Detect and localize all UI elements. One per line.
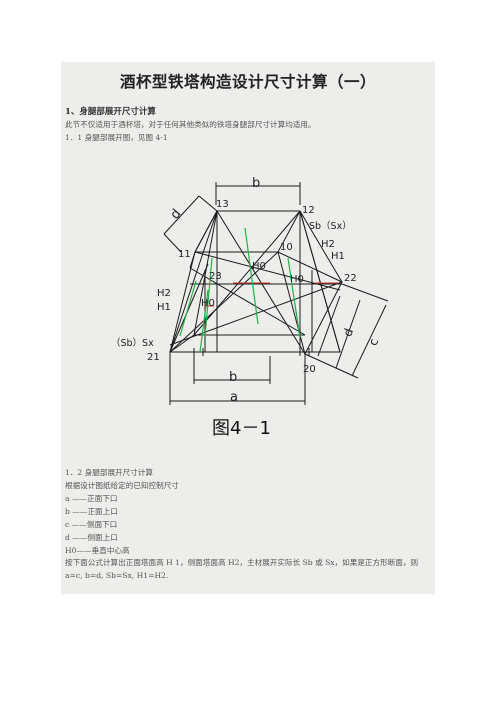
def-h0: H0——垂直中心高 — [65, 546, 130, 555]
given-intro: 根据设计图纸给定的已知控制尺寸 — [65, 481, 179, 490]
node-13: 13 — [216, 199, 229, 210]
label-h0-right: H0 — [290, 274, 304, 285]
label-h0-mid: H0 — [252, 261, 266, 272]
doc-title: 酒杯型铁塔构造设计尺寸计算（一） — [119, 73, 376, 91]
dim-b-top: b — [252, 176, 260, 191]
dim-a-bottom: a — [230, 390, 238, 405]
label-sbsx-right: Sb（Sx） — [309, 220, 352, 232]
def-d: d ——侧面上口 — [65, 533, 118, 542]
section-heading: 1、身腿部展开尺寸计算 — [65, 107, 156, 117]
dim-c-right: c — [366, 337, 381, 348]
label-h1-left: H1 — [157, 302, 171, 313]
label-sbsx-left: （Sb）Sx — [111, 337, 154, 349]
node-11: 11 — [178, 249, 191, 260]
dim-d-left: d — [168, 206, 185, 222]
node-20: 20 — [303, 364, 316, 375]
def-c: c ——侧面下口 — [65, 520, 118, 529]
def-a: a ——正面下口 — [65, 494, 118, 503]
node-22: 22 — [344, 273, 357, 284]
dim-b-bottom: b — [229, 370, 237, 385]
node-23: 23 — [209, 271, 222, 282]
subsection-1-2: 1．2 身腿部展开尺寸计算 — [65, 468, 154, 477]
node-21: 21 — [147, 352, 160, 363]
document-page: 酒杯型铁塔构造设计尺寸计算（一） 1、身腿部展开尺寸计算 此节不仅适用于酒杯塔，… — [61, 62, 435, 594]
label-h2-right: H2 — [321, 239, 335, 250]
subsection-1-1: 1．1 身腿部展开图，见图 4-1 — [65, 133, 168, 142]
node-10: 10 — [280, 242, 293, 253]
label-h0-left: H0 — [201, 298, 215, 309]
def-b: b ——正面上口 — [65, 507, 118, 516]
formula-note: 按下面公式计算出正面塔面高 H 1，侧面塔面高 H2，主材展开实际长 Sb 或 … — [65, 558, 419, 580]
node-12: 12 — [302, 205, 315, 216]
figure-caption: 图4－1 — [212, 418, 271, 439]
label-h2-left: H2 — [157, 288, 171, 299]
label-h1-right: H1 — [331, 251, 345, 262]
intro-text: 此节不仅适用于酒杯塔，对于任何其他类似的铁塔身腿部尺寸计算均适用。 — [65, 120, 316, 129]
dim-d-right: d — [340, 327, 356, 339]
